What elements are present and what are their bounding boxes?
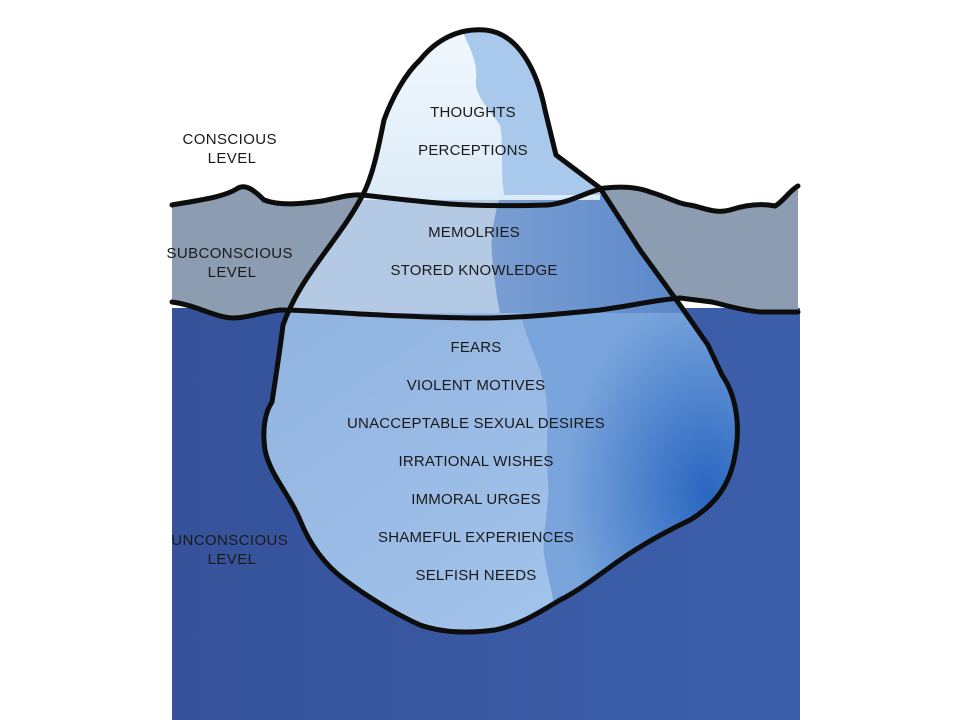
conscious-level-label: CONSCIOUS LEVEL <box>182 131 281 167</box>
iceberg-outline <box>261 27 740 635</box>
item-fears: FEARS <box>450 339 501 356</box>
unconscious-level-label: UNCONSCIOUS LEVEL <box>171 532 293 568</box>
item-shameful-experiences: SHAMEFUL EXPERIENCES <box>378 529 574 546</box>
item-stored-knowledge: STORED KNOWLEDGE <box>390 262 557 279</box>
item-violent-motives: VIOLENT MOTIVES <box>407 377 546 394</box>
subconscious-level-label: SUBCONSCIOUS LEVEL <box>166 245 297 281</box>
conscious-waterline <box>169 183 801 214</box>
item-memories: MEMOLRIES <box>428 224 520 241</box>
item-thoughts: THOUGHTS <box>430 104 516 121</box>
item-perceptions: PERCEPTIONS <box>418 142 528 159</box>
item-immoral-urges: IMMORAL URGES <box>411 491 541 508</box>
item-unacceptable-sexual-desires: UNACCEPTABLE SEXUAL DESIRES <box>347 415 605 432</box>
item-irrational-wishes: IRRATIONAL WISHES <box>398 453 553 470</box>
item-selfish-needs: SELFISH NEEDS <box>416 567 537 584</box>
